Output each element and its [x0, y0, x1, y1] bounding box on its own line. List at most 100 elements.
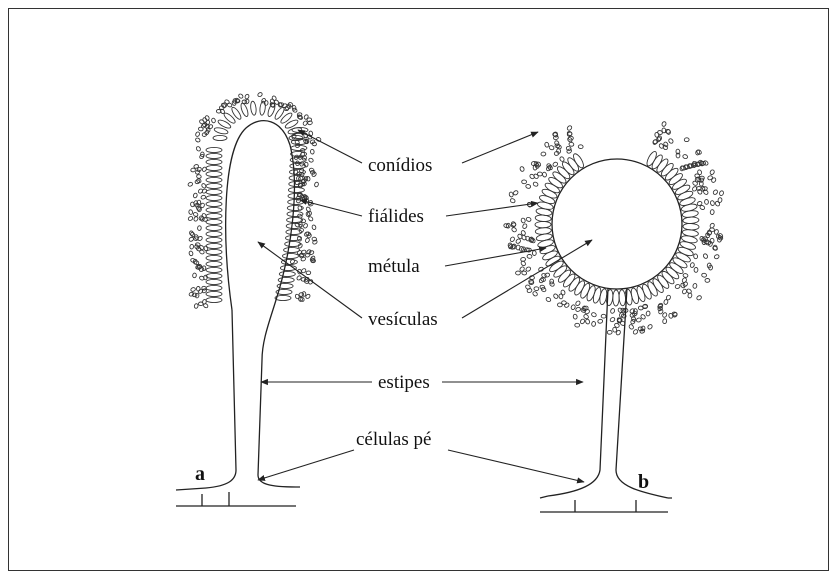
conidium	[188, 209, 192, 214]
conidium	[719, 190, 724, 196]
conidium	[610, 308, 615, 314]
conidium	[607, 330, 612, 334]
conidium	[692, 186, 698, 192]
conidium	[557, 303, 562, 308]
conidium	[192, 273, 196, 278]
conidium	[705, 199, 709, 204]
conidium	[190, 287, 196, 292]
label-conidia: conídios	[368, 155, 432, 176]
conidium	[196, 286, 200, 291]
conidium	[201, 195, 207, 200]
conidium	[690, 262, 695, 268]
conidium	[694, 267, 698, 272]
conidium	[196, 146, 202, 152]
phialide	[279, 271, 295, 276]
phialide	[206, 267, 222, 272]
conidium	[310, 149, 314, 154]
phialide	[206, 165, 222, 170]
phialide	[279, 112, 293, 125]
conidium	[196, 178, 202, 183]
conidium	[632, 329, 638, 335]
phialide	[223, 112, 237, 125]
conidium	[511, 227, 517, 233]
conidium	[522, 180, 527, 184]
conidium	[299, 253, 304, 257]
conidium	[194, 303, 199, 308]
conidium	[303, 114, 308, 120]
conidium	[522, 223, 528, 229]
conidium	[697, 189, 703, 195]
conidium	[559, 294, 564, 299]
conidium	[525, 266, 531, 272]
conidium	[661, 121, 666, 127]
conidium	[663, 299, 668, 305]
substrate-b	[540, 496, 672, 512]
conidium	[510, 198, 516, 204]
phialide	[579, 282, 592, 299]
conidium	[244, 94, 249, 100]
conidium	[682, 154, 688, 159]
label-phialides: fiálides	[368, 206, 424, 227]
phialide	[250, 101, 257, 116]
conidium	[566, 125, 572, 131]
conidium	[560, 290, 565, 296]
phialide	[675, 251, 692, 264]
phialides-b	[535, 150, 699, 306]
conidium	[307, 121, 312, 126]
conidium	[197, 226, 201, 231]
conidium	[636, 317, 642, 322]
phialide	[541, 188, 558, 200]
conidium	[193, 212, 199, 217]
phialide	[613, 290, 620, 306]
phialide	[206, 153, 222, 158]
phialide	[240, 102, 250, 117]
arrow-conidia-b	[462, 132, 538, 163]
phialides-a	[206, 101, 308, 303]
conidium	[257, 92, 263, 98]
substrate-a	[176, 487, 300, 506]
phialide	[206, 189, 222, 194]
conidium	[585, 319, 590, 325]
conidium	[199, 249, 205, 254]
phialide	[206, 225, 222, 230]
conidium	[583, 314, 589, 320]
conidium	[521, 257, 526, 261]
conidium	[541, 152, 546, 156]
conidium	[542, 172, 547, 178]
phialide	[206, 195, 222, 200]
conidium	[569, 142, 574, 147]
conidium	[189, 292, 195, 297]
conidium	[710, 200, 715, 206]
conidium	[553, 293, 559, 299]
conidium	[509, 236, 515, 242]
conidium	[601, 314, 606, 318]
phialide	[619, 290, 627, 306]
conidium	[693, 283, 698, 288]
conidium	[662, 312, 668, 318]
conidium	[544, 272, 550, 277]
conidium	[187, 182, 193, 187]
phialide	[206, 291, 222, 296]
phialide	[230, 106, 242, 120]
phialide	[206, 201, 222, 206]
phialide	[206, 243, 222, 248]
phialide	[206, 249, 222, 254]
conidium	[188, 216, 194, 222]
conidium	[549, 145, 555, 151]
conidium	[591, 321, 595, 326]
conidium	[714, 254, 720, 259]
conidium	[529, 280, 535, 285]
phialide	[206, 279, 222, 284]
conidium	[526, 217, 532, 222]
conidiophore-b: b	[503, 121, 724, 512]
conidium	[193, 193, 198, 199]
phialide	[683, 223, 699, 230]
conidium	[193, 200, 198, 205]
conidium	[545, 297, 551, 303]
phialide	[288, 187, 304, 192]
phialide	[206, 171, 222, 176]
conidium	[544, 142, 549, 148]
specimen-label-b: b	[638, 471, 649, 493]
conidium	[193, 216, 198, 222]
conidium	[675, 284, 681, 289]
